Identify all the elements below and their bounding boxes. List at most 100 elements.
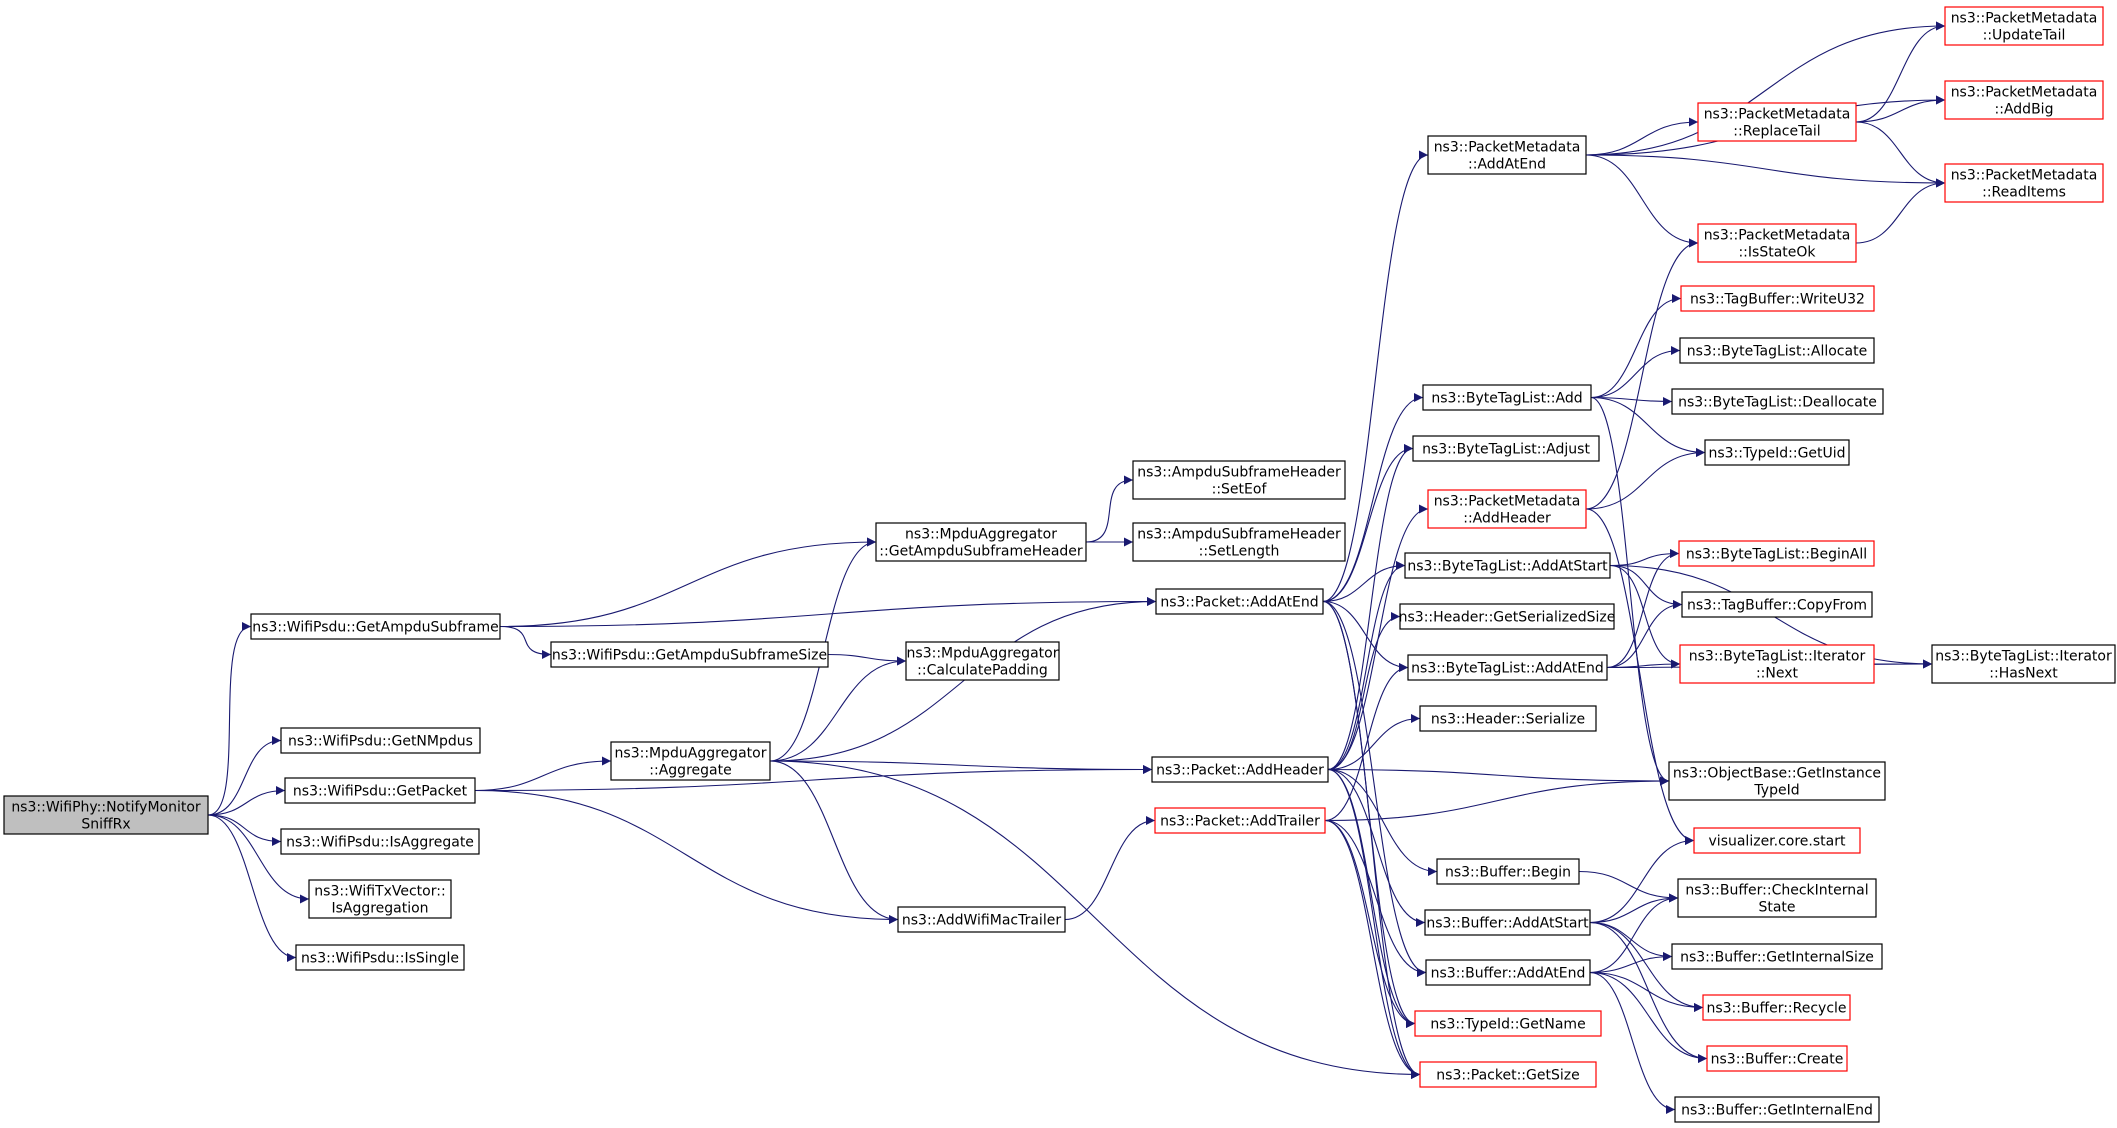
graph-node[interactable]: ns3::ByteTagList::Deallocate bbox=[1671, 388, 1884, 415]
node-box bbox=[875, 522, 1087, 562]
graph-node[interactable]: ns3::WifiTxVector::IsAggregation bbox=[308, 879, 452, 919]
node-label: ns3::PacketMetadata bbox=[1951, 11, 2098, 27]
graph-node[interactable]: ns3::Buffer::Create bbox=[1706, 1045, 1848, 1072]
call-edge bbox=[1590, 396, 1706, 457]
node-label: SniffRx bbox=[81, 817, 130, 833]
call-edge bbox=[1855, 21, 1946, 123]
node-label: ns3::WifiTxVector:: bbox=[314, 884, 445, 900]
call-edge bbox=[474, 765, 1153, 792]
call-edge bbox=[207, 786, 286, 816]
graph-node[interactable]: ns3::ByteTagList::AddAtStart bbox=[1404, 552, 1611, 579]
node-label: ns3::TypeId::GetUid bbox=[1708, 446, 1845, 462]
graph-node[interactable]: ns3::PacketMetadata::IsStateOk bbox=[1697, 223, 1857, 263]
call-edge bbox=[769, 760, 899, 924]
graph-node[interactable]: ns3::PacketMetadata::AddBig bbox=[1944, 80, 2104, 120]
graph-node[interactable]: ns3::ByteTagList::Adjust bbox=[1412, 435, 1600, 462]
node-label: ns3::PacketMetadata bbox=[1434, 140, 1581, 156]
graph-node[interactable]: ns3::PacketMetadata::AddHeader bbox=[1427, 489, 1587, 529]
graph-node[interactable]: ns3::ByteTagList::Iterator::HasNext bbox=[1931, 644, 2116, 684]
call-edge bbox=[769, 760, 1153, 774]
node-box bbox=[1680, 285, 1875, 312]
call-edge bbox=[1064, 816, 1156, 921]
node-box bbox=[1671, 943, 1883, 970]
graph-node[interactable]: ns3::TypeId::GetUid bbox=[1704, 439, 1850, 466]
call-edge bbox=[1589, 952, 1673, 974]
node-label: ns3::TagBuffer::CopyFrom bbox=[1687, 598, 1867, 614]
call-edge bbox=[1589, 921, 1704, 1012]
node-label: ns3::PacketMetadata bbox=[1704, 228, 1851, 244]
graph-node[interactable]: visualizer.core.start bbox=[1693, 827, 1861, 854]
node-label: ::ReplaceTail bbox=[1733, 124, 1820, 140]
graph-node[interactable]: ns3::TypeId::GetName bbox=[1414, 1010, 1602, 1037]
graph-node[interactable]: ns3::Buffer::Recycle bbox=[1702, 994, 1851, 1021]
graph-node[interactable]: ns3::AddWifiMacTrailer bbox=[897, 906, 1066, 933]
node-label: IsAggregation bbox=[331, 901, 428, 917]
graph-node[interactable]: ns3::Packet::AddTrailer bbox=[1154, 807, 1326, 834]
node-label: ns3::WifiPsdu::GetPacket bbox=[293, 784, 468, 800]
graph-node[interactable]: ns3::Buffer::AddAtStart bbox=[1424, 909, 1591, 936]
call-edge bbox=[1585, 508, 1695, 845]
graph-node[interactable]: ns3::PacketMetadata::ReadItems bbox=[1944, 163, 2104, 203]
node-box bbox=[308, 879, 452, 919]
graph-node[interactable]: ns3::MpduAggregator::GetAmpduSubframeHea… bbox=[875, 522, 1087, 562]
node-box bbox=[1422, 384, 1592, 411]
node-label: ns3::ByteTagList::Adjust bbox=[1422, 442, 1590, 458]
call-edge bbox=[1324, 663, 1409, 822]
node-label: ns3::Buffer::CheckInternal bbox=[1685, 883, 1868, 899]
node-box bbox=[1404, 552, 1611, 579]
node-box bbox=[280, 828, 480, 855]
call-edge bbox=[1322, 444, 1414, 603]
graph-node[interactable]: ns3::Packet::GetSize bbox=[1419, 1061, 1597, 1088]
graph-node[interactable]: ns3::ByteTagList::Add bbox=[1422, 384, 1592, 411]
graph-node[interactable]: ns3::AmpduSubframeHeader::SetEof bbox=[1132, 460, 1346, 500]
node-box bbox=[1679, 337, 1875, 364]
node-label: ns3::PacketMetadata bbox=[1951, 85, 2098, 101]
graph-node[interactable]: ns3::WifiPsdu::GetPacket bbox=[284, 777, 476, 804]
graph-node[interactable]: ns3::Header::Serialize bbox=[1419, 705, 1597, 732]
node-label: ns3::WifiPsdu::GetAmpduSubframe bbox=[252, 620, 498, 636]
graph-node[interactable]: ns3::WifiPsdu::GetAmpduSubframeSize bbox=[550, 641, 829, 668]
graph-node[interactable]: ns3::PacketMetadata::UpdateTail bbox=[1944, 6, 2104, 46]
graph-node[interactable]: ns3::Buffer::Begin bbox=[1436, 858, 1580, 885]
graph-node[interactable]: ns3::ByteTagList::Iterator::Next bbox=[1679, 644, 1875, 684]
graph-node[interactable]: ns3::TagBuffer::CopyFrom bbox=[1681, 591, 1873, 618]
graph-node[interactable]: ns3::Buffer::GetInternalSize bbox=[1671, 943, 1883, 970]
node-label: ns3::TagBuffer::WriteU32 bbox=[1690, 292, 1865, 308]
graph-node[interactable]: ns3::Packet::AddAtEnd bbox=[1155, 588, 1324, 615]
graph-node[interactable]: ns3::MpduAggregator::CalculatePadding bbox=[905, 641, 1060, 681]
graph-node[interactable]: ns3::WifiPsdu::GetAmpduSubframe bbox=[250, 613, 501, 640]
graph-node[interactable]: ns3::ByteTagList::AddAtEnd bbox=[1407, 654, 1608, 681]
graph-node[interactable]: ns3::Buffer::AddAtEnd bbox=[1425, 959, 1591, 986]
node-box bbox=[1151, 756, 1329, 783]
node-label: ::ReadItems bbox=[1982, 185, 2066, 201]
call-edge bbox=[1590, 294, 1682, 399]
call-edge bbox=[1327, 768, 1438, 876]
node-label: ::AddHeader bbox=[1463, 511, 1551, 527]
graph-node[interactable]: ns3::WifiPsdu::GetNMpdus bbox=[280, 727, 481, 754]
node-label: ::UpdateTail bbox=[1983, 28, 2066, 44]
graph-node[interactable]: ns3::ByteTagList::Allocate bbox=[1679, 337, 1875, 364]
graph-node[interactable]: ns3::WifiPsdu::IsAggregate bbox=[280, 828, 480, 855]
node-label: ::CalculatePadding bbox=[917, 663, 1048, 679]
graph-node[interactable]: ns3::Buffer::GetInternalEnd bbox=[1674, 1096, 1880, 1123]
node-box bbox=[1412, 435, 1600, 462]
call-edge bbox=[769, 656, 907, 762]
graph-node[interactable]: ns3::PacketMetadata::ReplaceTail bbox=[1697, 102, 1857, 142]
call-edge bbox=[1589, 893, 1679, 974]
node-label: ns3::ByteTagList::AddAtStart bbox=[1407, 559, 1608, 575]
graph-node[interactable]: ns3::AmpduSubframeHeader::SetLength bbox=[1132, 522, 1346, 562]
graph-node[interactable]: ns3::TagBuffer::WriteU32 bbox=[1680, 285, 1875, 312]
graph-node[interactable]: ns3::MpduAggregator::Aggregate bbox=[610, 741, 771, 781]
graph-node[interactable]: ns3::Packet::AddHeader bbox=[1151, 756, 1329, 783]
node-label: ns3::Buffer::AddAtEnd bbox=[1431, 966, 1586, 982]
node-box bbox=[1154, 807, 1326, 834]
graph-node[interactable]: ns3::Header::GetSerializedSize bbox=[1399, 603, 1616, 630]
graph-node[interactable]: ns3::WifiPsdu::IsSingle bbox=[295, 944, 465, 971]
node-box bbox=[1944, 163, 2104, 203]
call-edge bbox=[1590, 396, 1670, 786]
graph-node[interactable]: ns3::PacketMetadata::AddAtEnd bbox=[1427, 135, 1587, 175]
graph-node[interactable]: ns3::ByteTagList::BeginAll bbox=[1678, 540, 1875, 567]
